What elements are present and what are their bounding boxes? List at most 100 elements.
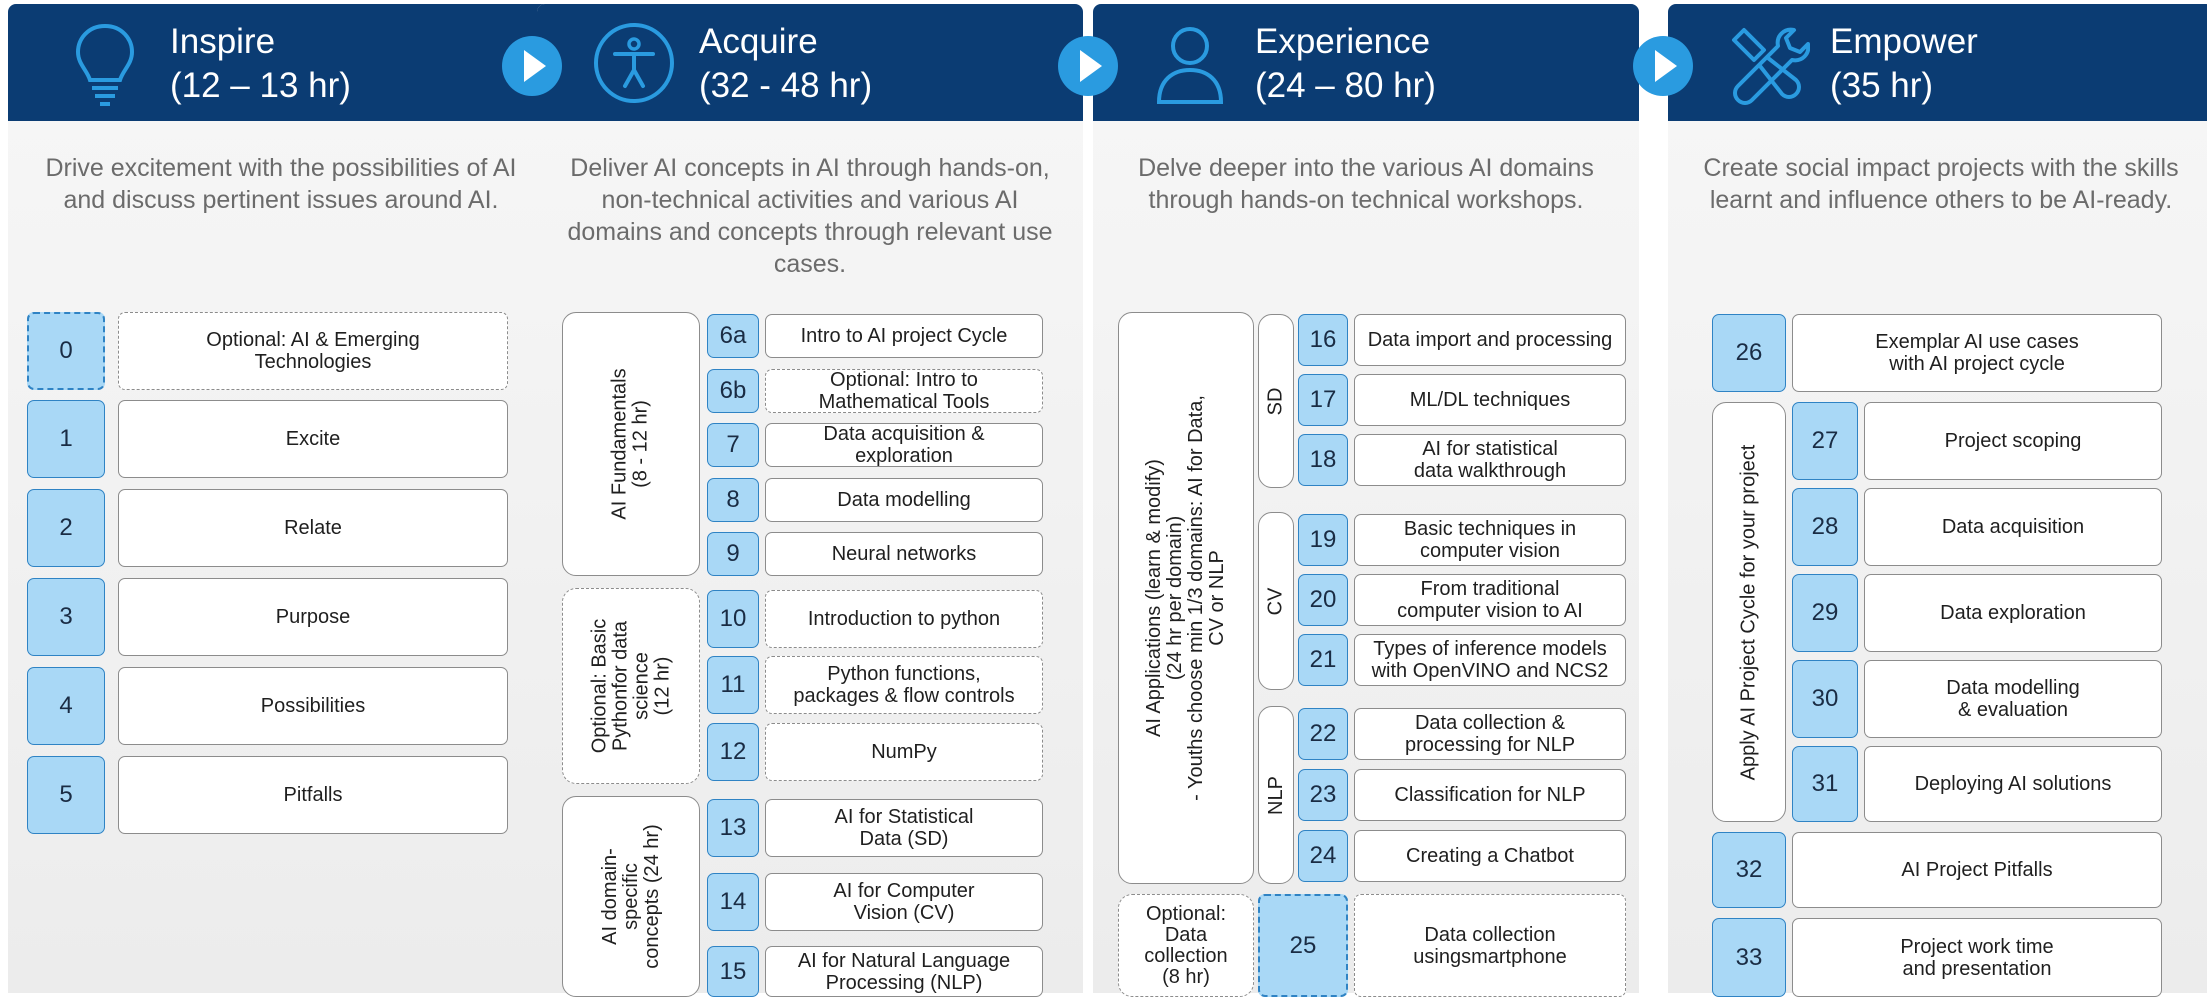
phase-title: Inspire (12 – 13 hr)	[170, 22, 351, 105]
lightbulb-icon	[75, 23, 135, 106]
step-label: Data modelling	[765, 478, 1043, 522]
tools-icon	[1732, 27, 1810, 105]
step-number: 10	[707, 590, 759, 648]
step-label: AI for statistical data walkthrough	[1354, 434, 1626, 486]
step-label: Introduction to python	[765, 590, 1043, 648]
step-number: 19	[1298, 514, 1348, 566]
step-number: 6b	[707, 369, 759, 413]
step-label: Possibilities	[118, 667, 508, 745]
step-label: AI for Natural Language Processing (NLP)	[765, 946, 1043, 997]
optional-data-collection-label: Optional: Data collection (8 hr)	[1118, 894, 1254, 997]
step-number: 14	[707, 873, 759, 931]
accessibility-icon	[594, 23, 674, 103]
step-number: 8	[707, 478, 759, 522]
step-number: 5	[27, 756, 105, 834]
step-label: Intro to AI project Cycle	[765, 314, 1043, 358]
step-number: 1	[27, 400, 105, 478]
step-label: ML/DL techniques	[1354, 374, 1626, 426]
group-label: AI Applications (learn & modify) (24 hr …	[1143, 395, 1229, 801]
step-label: AI Project Pitfalls	[1792, 832, 2162, 908]
phase-experience: Experience (24 – 80 hr) Delve deeper int…	[1093, 4, 1639, 997]
step-label: Python functions, packages & flow contro…	[765, 656, 1043, 714]
step-number: 16	[1298, 314, 1348, 366]
phase-empower: Empower (35 hr) Create social impact pro…	[1668, 4, 2207, 997]
subgroup-label: NLP	[1264, 775, 1287, 815]
group-label: AI domain- specific concepts (24 hr)	[598, 824, 663, 969]
phase-header: Empower (35 hr)	[1668, 4, 2207, 121]
phase-description: Drive excitement with the possibilities …	[45, 154, 517, 214]
group-apply-project-cycle	[1712, 402, 1786, 822]
step-number: 30	[1792, 660, 1858, 738]
step-label: Data collection usingsmartphone	[1354, 894, 1626, 997]
step-number: 4	[27, 667, 105, 745]
step-label: Purpose	[118, 578, 508, 656]
phase-title: Experience (24 – 80 hr)	[1255, 22, 1436, 105]
step-label: Relate	[118, 489, 508, 567]
step-label: NumPy	[765, 723, 1043, 781]
step-number: 24	[1298, 830, 1348, 882]
phase-description: Create social impact projects with the s…	[1703, 154, 2179, 214]
step-number: 21	[1298, 634, 1348, 686]
step-label: Exemplar AI use cases with AI project cy…	[1792, 314, 2162, 392]
step-label: Data import and processing	[1354, 314, 1626, 366]
step-label: AI for Computer Vision (CV)	[765, 873, 1043, 931]
step-number: 3	[27, 578, 105, 656]
step-number: 20	[1298, 574, 1348, 626]
phase-description: Deliver AI concepts in AI through hands-…	[567, 154, 1053, 278]
group-ai-applications	[1118, 312, 1254, 884]
step-label: Classification for NLP	[1354, 769, 1626, 821]
step-number: 0	[27, 312, 105, 390]
step-number: 7	[707, 423, 759, 467]
chevron-right-icon	[1058, 36, 1118, 96]
step-label: Deploying AI solutions	[1864, 746, 2162, 822]
step-label: Data acquisition	[1864, 488, 2162, 566]
step-label: Basic techniques in computer vision	[1354, 514, 1626, 566]
step-label: Excite	[118, 400, 508, 478]
phase-title: Acquire (32 - 48 hr)	[699, 22, 873, 105]
step-label: Data exploration	[1864, 574, 2162, 652]
group-python	[562, 588, 700, 784]
phase-title: Empower (35 hr)	[1830, 22, 1978, 105]
group-label: Optional: Basic Pythonfor data science (…	[587, 618, 673, 754]
group-label: AI Fundamentals (8 - 12 hr)	[609, 368, 653, 520]
step-label: Optional: Intro to Mathematical Tools	[765, 369, 1043, 413]
step-label: Neural networks	[765, 532, 1043, 576]
step-label: AI for Statistical Data (SD)	[765, 799, 1043, 857]
step-number: 2	[27, 489, 105, 567]
phase-header: Inspire (12 – 13 hr)	[8, 4, 554, 121]
step-label: Pitfalls	[118, 756, 508, 834]
step-number: 18	[1298, 434, 1348, 486]
step-number: 31	[1792, 746, 1858, 822]
step-label: Project work time and presentation	[1792, 918, 2162, 997]
user-icon	[1156, 27, 1224, 104]
phase-inspire: Inspire (12 – 13 hr) Drive excitement wi…	[8, 4, 554, 993]
step-label: Data acquisition & exploration	[765, 423, 1043, 467]
step-number: 6a	[707, 314, 759, 358]
step-number: 11	[707, 656, 759, 714]
step-number: 12	[707, 723, 759, 781]
group-domain-concepts	[562, 796, 700, 997]
subgroup-nlp	[1258, 706, 1294, 884]
subgroup-sd	[1258, 314, 1294, 488]
subgroup-cv	[1258, 512, 1294, 690]
step-label: Types of inference models with OpenVINO …	[1354, 634, 1626, 686]
step-number: 33	[1712, 918, 1786, 997]
subgroup-label: CV	[1264, 587, 1287, 615]
step-label: Optional: AI & Emerging Technologies	[118, 312, 508, 390]
phase-header: Experience (24 – 80 hr)	[1093, 4, 1639, 121]
chevron-right-icon	[1633, 36, 1693, 96]
phase-acquire: Acquire (32 - 48 hr) Deliver AI concepts…	[537, 4, 1083, 997]
step-number: 27	[1792, 402, 1858, 480]
step-number: 17	[1298, 374, 1348, 426]
step-number: 29	[1792, 574, 1858, 652]
subgroup-label: SD	[1264, 387, 1287, 415]
step-number: 23	[1298, 769, 1348, 821]
step-label: Data collection & processing for NLP	[1354, 708, 1626, 760]
step-number: 9	[707, 532, 759, 576]
step-number: 32	[1712, 832, 1786, 908]
chevron-right-icon	[502, 36, 562, 96]
group-label: Apply AI Project Cycle for your project	[1737, 444, 1760, 780]
step-label: Project scoping	[1864, 402, 2162, 480]
phase-description: Delve deeper into the various AI domains…	[1138, 154, 1594, 214]
step-label: Data modelling & evaluation	[1864, 660, 2162, 738]
